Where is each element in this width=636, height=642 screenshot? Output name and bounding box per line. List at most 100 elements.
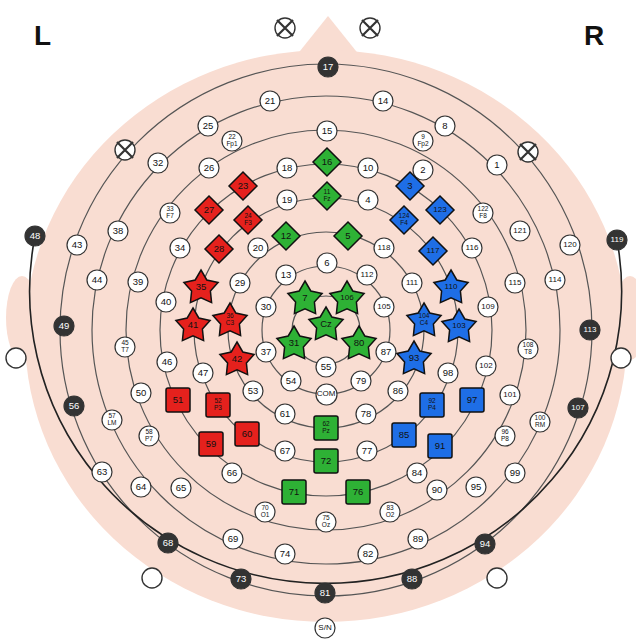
electrode-label: 115 bbox=[509, 279, 522, 287]
roi-star: 7 bbox=[287, 280, 323, 316]
electrode-circle: 115 bbox=[504, 272, 526, 294]
roi-star: 35 bbox=[183, 269, 219, 305]
electrode-circle: 83O2 bbox=[379, 501, 401, 523]
electrode-circle: COM bbox=[315, 383, 338, 406]
electrode-label: LM bbox=[107, 420, 116, 427]
roi-square: 59 bbox=[198, 431, 224, 457]
reference-electrode: 56 bbox=[63, 395, 85, 417]
electrode-label: 78 bbox=[361, 409, 372, 419]
electrode-label: 9 bbox=[417, 134, 428, 141]
electrode-label: 68 bbox=[163, 538, 174, 548]
electrode-label: 33 bbox=[166, 206, 174, 213]
electrode-label: 11 bbox=[323, 189, 330, 196]
electrode-label: 103 bbox=[452, 322, 465, 330]
electrode-circle: 58P7 bbox=[138, 425, 160, 447]
electrode-label: 50 bbox=[136, 388, 147, 398]
electrode-label: 101 bbox=[503, 391, 516, 399]
electrode-label: 69 bbox=[228, 534, 239, 544]
electrode-circle: 99 bbox=[504, 462, 526, 484]
electrode-label: 17 bbox=[323, 62, 334, 72]
electrode-label: 66 bbox=[227, 468, 238, 478]
electrode-label: 62 bbox=[322, 421, 330, 428]
electrode-label: 14 bbox=[378, 96, 389, 106]
electrode-label: 2 bbox=[420, 165, 425, 175]
electrode-circle: 34 bbox=[169, 237, 191, 259]
electrode-label: 8 bbox=[442, 121, 447, 131]
electrode-label: 30 bbox=[261, 302, 272, 312]
electrode-label: 42 bbox=[232, 354, 243, 364]
electrode-label: 122 bbox=[478, 206, 489, 213]
electrode-label: 84 bbox=[412, 468, 423, 478]
electrode-label: 49 bbox=[59, 321, 70, 331]
electrode-circle: 63 bbox=[91, 461, 113, 483]
electrode-label: 100 bbox=[535, 415, 546, 422]
electrode-label: 92 bbox=[428, 398, 436, 405]
reference-electrode: 124F4 bbox=[389, 205, 419, 235]
ring bbox=[126, 130, 526, 530]
electrode-label: 83 bbox=[386, 505, 395, 512]
electrode-label: Pz bbox=[322, 428, 330, 435]
electrode-label: P7 bbox=[145, 436, 153, 443]
electrode-label: 34 bbox=[175, 243, 186, 253]
removed-sites bbox=[115, 18, 538, 162]
reference-electrode: 113 bbox=[579, 319, 601, 341]
electrode-circle: 6 bbox=[316, 252, 338, 274]
roi-square: 52P3 bbox=[205, 392, 231, 418]
roi-star: 42 bbox=[219, 341, 255, 377]
reference-electrode: 94 bbox=[474, 533, 496, 555]
roi-star: 80 bbox=[341, 325, 377, 361]
electrode-label: 106 bbox=[340, 294, 353, 302]
electrode-label: 3 bbox=[407, 181, 412, 191]
electrode-label: 58 bbox=[145, 429, 153, 436]
electrode-label: 111 bbox=[406, 279, 418, 287]
electrode-label: 117 bbox=[427, 247, 440, 255]
electrode-label: 108 bbox=[523, 342, 534, 349]
electrode-circle: 111 bbox=[401, 272, 423, 294]
electrode-label: 38 bbox=[113, 226, 124, 236]
electrode-label: 61 bbox=[280, 409, 291, 419]
roi-star: 36C3 bbox=[212, 302, 248, 338]
electrode-label: 72 bbox=[321, 456, 332, 466]
outer-arc bbox=[30, 236, 622, 583]
electrode-circle: 15 bbox=[316, 120, 338, 142]
electrode-label: 97 bbox=[467, 395, 478, 405]
electrode-label: 98 bbox=[443, 368, 454, 378]
reference-electrode: 24F3 bbox=[233, 205, 263, 235]
electrode-circle: 54 bbox=[280, 370, 302, 392]
electrode-circle: 53 bbox=[242, 380, 264, 402]
ring bbox=[194, 198, 458, 462]
electrode-label: 22 bbox=[226, 134, 237, 141]
reference-electrode: 81 bbox=[314, 582, 336, 604]
electrode-label: 29 bbox=[235, 278, 246, 288]
electrode-label: 85 bbox=[399, 430, 410, 440]
electrode-label: 116 bbox=[466, 244, 479, 252]
electrode-label: 52 bbox=[214, 398, 222, 405]
roi-square: 60 bbox=[234, 421, 260, 447]
electrode-circle: 19 bbox=[276, 189, 298, 211]
electrode-label: 104 bbox=[419, 313, 430, 320]
electrode-label: 56 bbox=[69, 401, 80, 411]
electrode-circle: 65 bbox=[170, 477, 192, 499]
electrode-circle: 20 bbox=[247, 237, 269, 259]
electrode-label: 123 bbox=[433, 206, 446, 214]
reference-electrode: 73 bbox=[230, 568, 252, 590]
electrode-circle: 89 bbox=[407, 528, 429, 550]
electrode-label: F7 bbox=[166, 213, 174, 220]
electrode-circle: 109 bbox=[477, 296, 499, 318]
electrode-label: 80 bbox=[354, 338, 365, 348]
electrode-circle: 45T7 bbox=[114, 336, 136, 358]
electrode-circle: 14 bbox=[372, 90, 394, 112]
electrode-circle: 26 bbox=[198, 157, 220, 179]
electrode-label: Fp1 bbox=[226, 141, 237, 148]
roi-star: 103 bbox=[441, 308, 477, 344]
electrode-circle: 102 bbox=[475, 355, 497, 377]
electrode-label: P4 bbox=[428, 405, 436, 412]
reference-electrode: 12 bbox=[271, 221, 301, 251]
electrode-label: 53 bbox=[248, 386, 259, 396]
electrode-circle: 1 bbox=[486, 154, 508, 176]
electrode-circle: 66 bbox=[221, 462, 243, 484]
electrode-circle: S/N bbox=[314, 617, 336, 639]
electrode-label: 120 bbox=[563, 241, 576, 249]
electrode-label: 16 bbox=[322, 157, 333, 167]
